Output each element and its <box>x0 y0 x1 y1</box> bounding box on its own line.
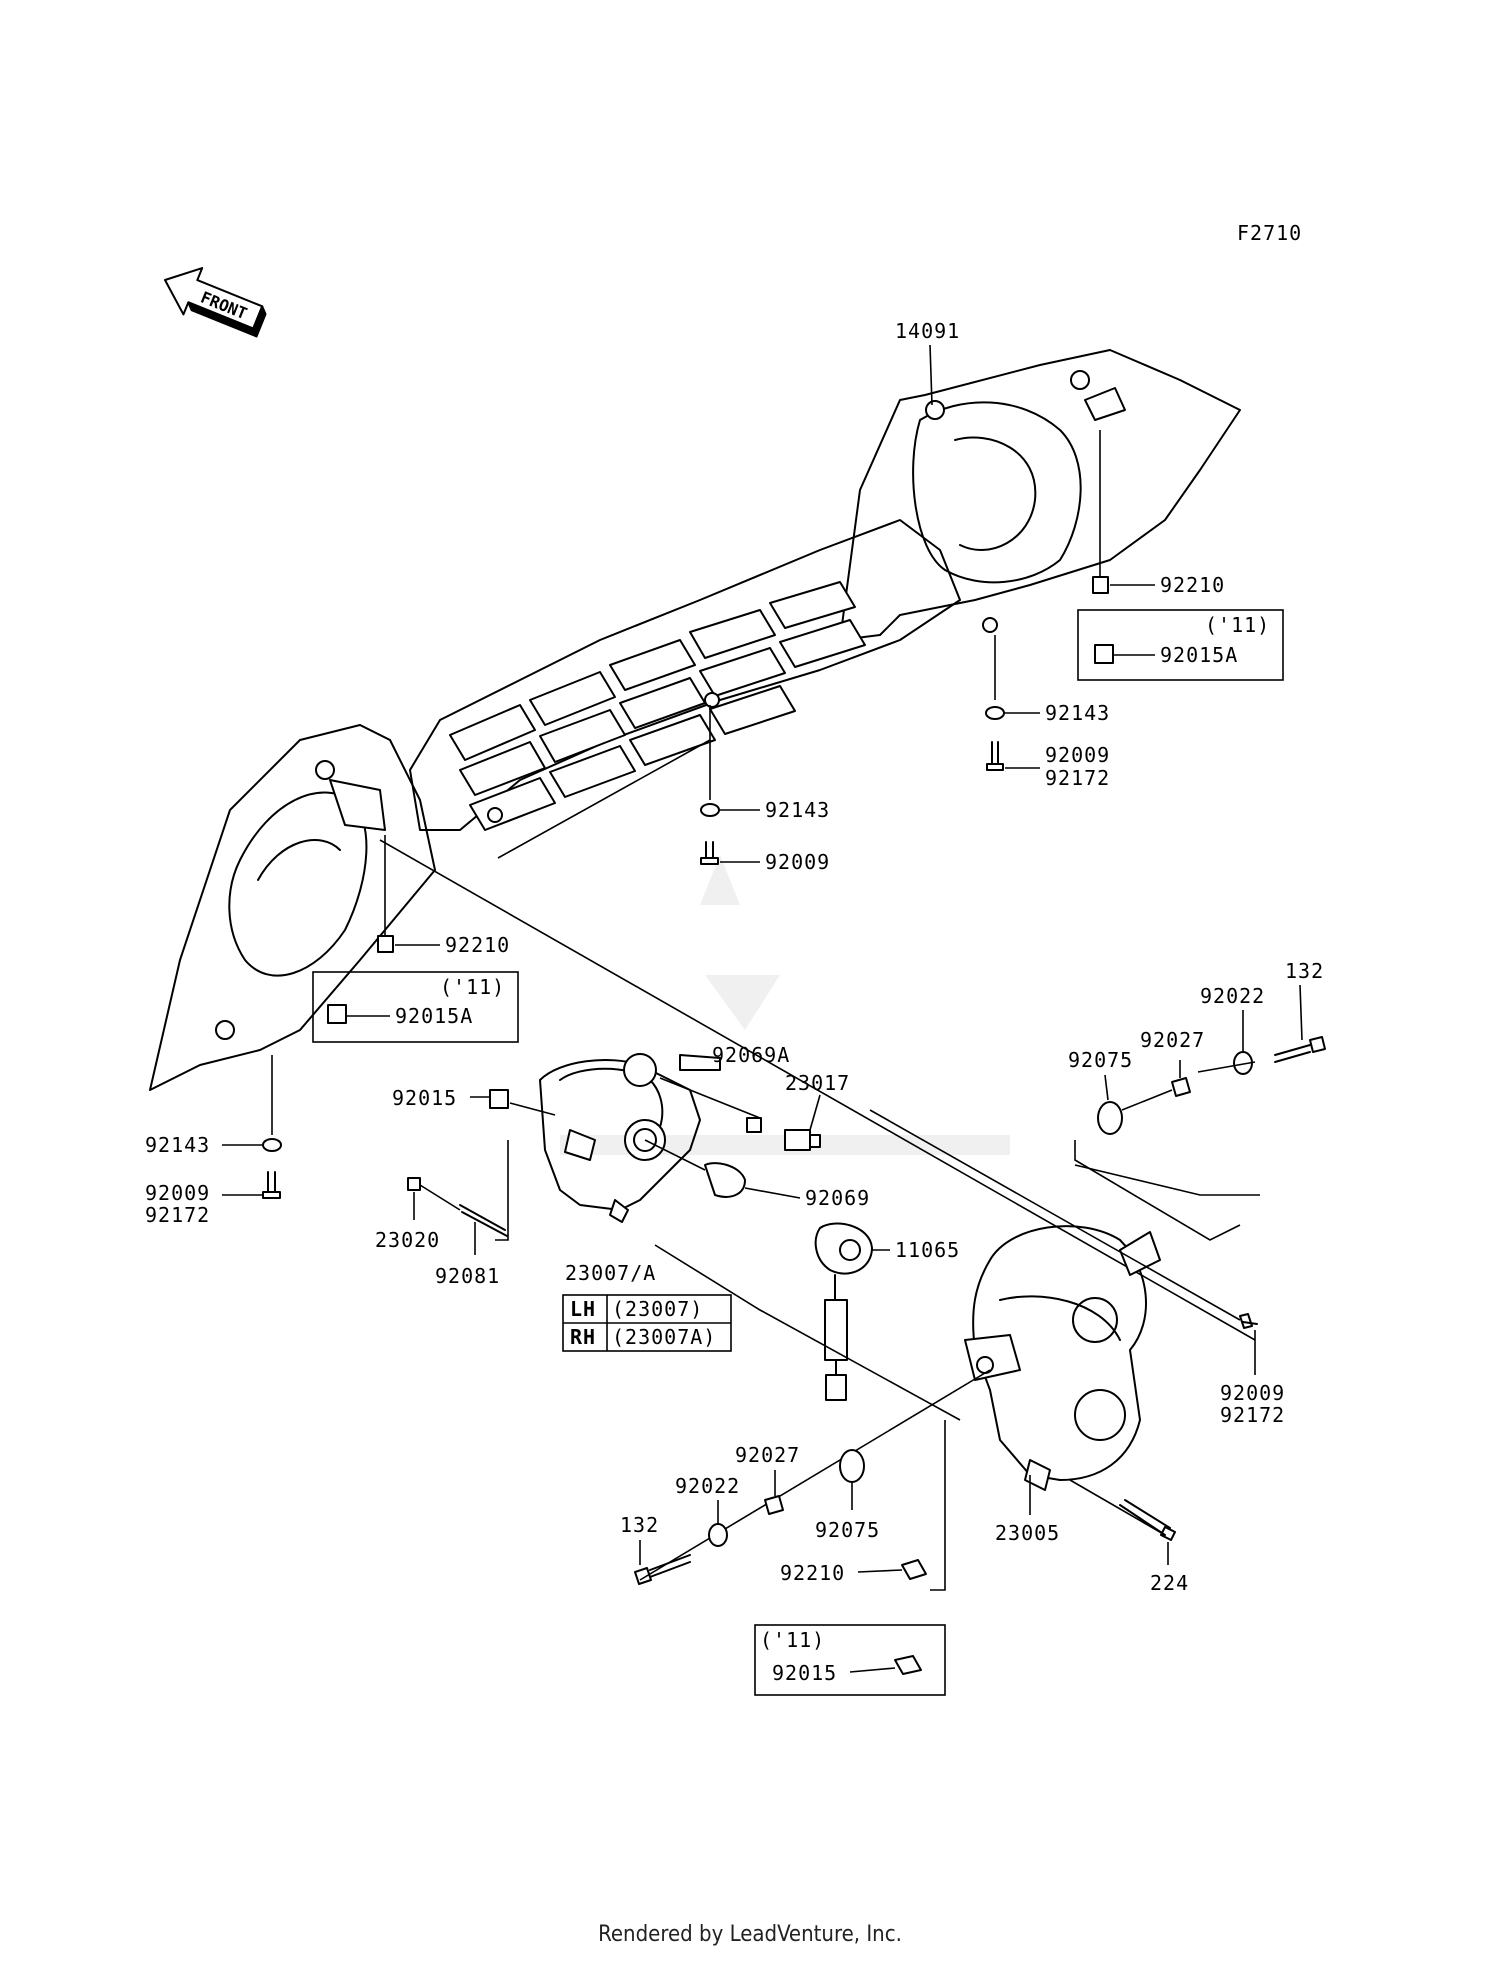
clip-nut-92210-right <box>1092 576 1109 594</box>
spring-92081 <box>459 1204 508 1237</box>
label-92143-right: 92143 <box>1045 701 1110 725</box>
table-side-rh: RH <box>570 1325 596 1349</box>
table-side-lh: LH <box>570 1297 596 1321</box>
label-92172-bottom: 92172 <box>1220 1403 1285 1427</box>
washer-92143-left <box>262 1138 282 1152</box>
label-23020: 23020 <box>375 1228 440 1252</box>
table-part-lh: (23007) <box>612 1297 703 1321</box>
parts-diagram: FRONT <box>145 221 1326 1696</box>
label-92009-bottom: 92009 <box>1220 1381 1285 1405</box>
bulb-92069 <box>704 1162 746 1198</box>
year-box-bottom <box>754 1624 946 1696</box>
label-year-bottom: ('11) <box>760 1628 825 1652</box>
label-92210-right: 92210 <box>1160 573 1225 597</box>
label-year-left: ('11) <box>440 975 505 999</box>
turn-signal-housing <box>539 1053 721 1223</box>
nut-23020 <box>407 1177 421 1191</box>
washer-92143-center <box>700 803 720 817</box>
side-table: LH (23007) RH (23007A) <box>562 1294 732 1352</box>
front-cover-grille <box>149 349 1241 1091</box>
label-92143-left: 92143 <box>145 1133 210 1157</box>
grille-slats <box>449 581 866 831</box>
collar-92027-left <box>764 1495 784 1515</box>
label-92009-left: 92009 <box>145 1181 210 1205</box>
watermark-logo <box>560 855 1010 1155</box>
nut-92015A-left <box>327 1004 347 1024</box>
label-11065: 11065 <box>895 1238 960 1262</box>
bulb-92069A <box>746 1117 762 1133</box>
label-92172-right: 92172 <box>1045 766 1110 790</box>
label-92015A-left: 92015A <box>395 1004 473 1028</box>
label-92022-right: 92022 <box>1200 984 1265 1008</box>
label-92009-right: 92009 <box>1045 743 1110 767</box>
label-92143-center: 92143 <box>765 798 830 822</box>
label-132-left: 132 <box>620 1513 659 1537</box>
label-23005: 23005 <box>995 1521 1060 1545</box>
nut-92015 <box>489 1089 509 1109</box>
year-box-left <box>312 971 519 1043</box>
label-92015A-right: 92015A <box>1160 643 1238 667</box>
bolt-224 <box>1119 1499 1176 1541</box>
front-arrow: FRONT <box>164 267 267 338</box>
label-224: 224 <box>1150 1571 1189 1595</box>
collar-92027-right <box>1171 1077 1191 1097</box>
label-92022-left: 92022 <box>675 1474 740 1498</box>
label-23007A: 23007/A <box>565 1261 656 1285</box>
label-92027-right: 92027 <box>1140 1028 1205 1052</box>
screw-92009-bottom-right <box>1239 1313 1258 1329</box>
screw-92009-center <box>700 841 719 865</box>
nut-92015-bottom <box>894 1655 922 1675</box>
label-92009-center: 92009 <box>765 850 830 874</box>
label-92210-left: 92210 <box>445 933 510 957</box>
label-92210-bottom: 92210 <box>780 1561 845 1585</box>
washer-92022-left <box>708 1523 728 1547</box>
headlight-assembly <box>964 1225 1161 1491</box>
nut-92015A-right <box>1094 644 1114 664</box>
screw-92009-right <box>986 741 1004 771</box>
grommet-92075-left <box>839 1449 865 1483</box>
figure-code: F2710 <box>1237 221 1302 245</box>
label-year-right: ('11) <box>1205 613 1270 637</box>
label-92172-left: 92172 <box>145 1203 210 1227</box>
label-92027-left: 92027 <box>735 1443 800 1467</box>
year-box-right <box>1077 609 1284 681</box>
label-14091: 14091 <box>895 319 960 343</box>
socket-23017 <box>784 1129 821 1151</box>
clip-nut-92210-left <box>377 935 394 953</box>
washer-92143-right <box>985 706 1005 720</box>
label-23017: 23017 <box>785 1071 850 1095</box>
label-132-right: 132 <box>1285 959 1324 983</box>
bolt-132-right <box>1274 1036 1326 1063</box>
label-92081: 92081 <box>435 1264 500 1288</box>
wire-harness <box>824 1274 848 1401</box>
clip-nut-92210-bottom <box>901 1559 927 1580</box>
label-92069A: 92069A <box>712 1043 790 1067</box>
label-92015: 92015 <box>392 1086 457 1110</box>
table-part-rh: (23007A) <box>612 1325 716 1349</box>
label-92069: 92069 <box>805 1186 870 1210</box>
label-92075-right: 92075 <box>1068 1048 1133 1072</box>
grommet-92075-right <box>1097 1101 1123 1135</box>
bolt-132-left <box>634 1554 691 1585</box>
socket-11065 <box>814 1222 873 1275</box>
footer-credit: Rendered by LeadVenture, Inc. <box>598 1922 902 1947</box>
label-92075-left: 92075 <box>815 1518 880 1542</box>
screw-92009-left <box>262 1171 281 1199</box>
label-92015-bottom: 92015 <box>772 1661 837 1685</box>
